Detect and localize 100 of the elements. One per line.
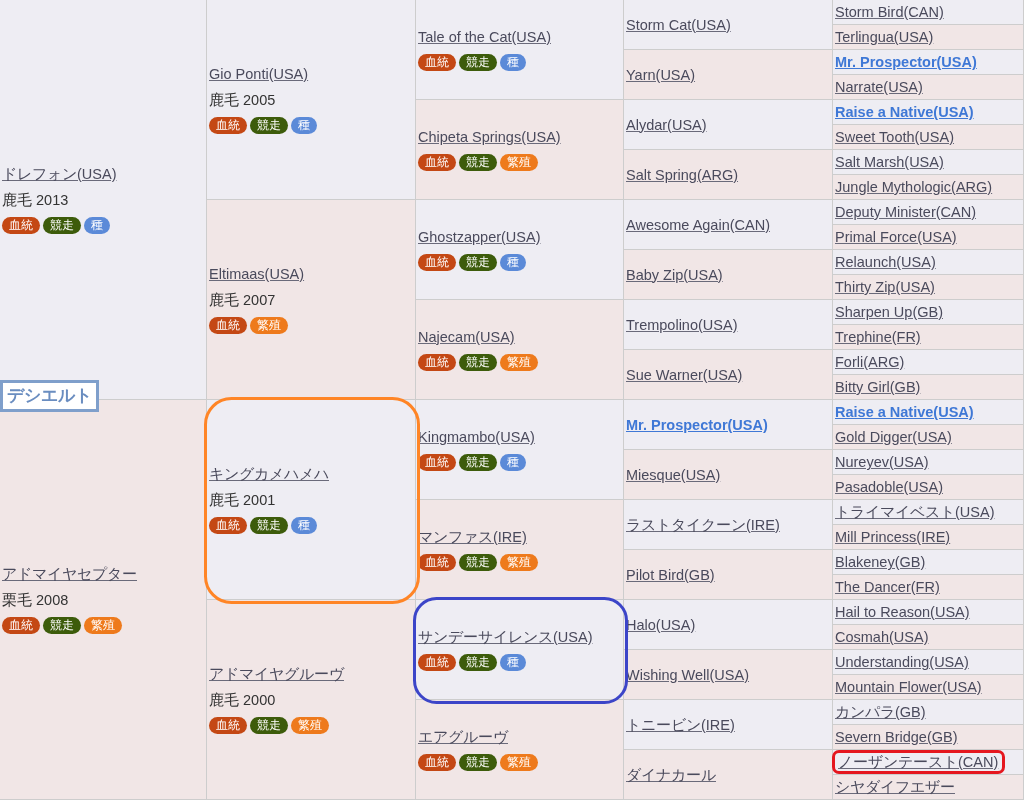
pedigree-cell	[833, 625, 1024, 650]
horse-name-link: Tale of the Cat(USA)	[418, 28, 551, 46]
category-tag: 血統	[418, 354, 456, 371]
pedigree-cell	[833, 325, 1024, 350]
pedigree-cell	[416, 400, 624, 500]
horse-name-link: Sweet Tooth(USA)	[835, 128, 954, 146]
category-tag: 繁殖	[291, 717, 329, 734]
horse-name-link: Forli(ARG)	[835, 353, 905, 371]
category-tag: 繁殖	[500, 554, 538, 571]
pedigree-cell	[833, 75, 1024, 100]
pedigree-cell	[624, 150, 833, 200]
horse-name-link: Halo(USA)	[626, 615, 696, 634]
horse-name-link: Mr. Prospector(USA)	[835, 53, 977, 71]
pedigree-cell	[833, 275, 1024, 300]
pedigree-cell	[833, 700, 1024, 725]
pedigree-cell	[624, 200, 833, 250]
pedigree-cell	[833, 200, 1024, 225]
pedigree-cell	[416, 0, 624, 100]
subject-name-label: デシエルト	[0, 380, 99, 412]
horse-name-link: Baby Zip(USA)	[626, 265, 723, 284]
category-tag: 血統	[418, 154, 456, 171]
pedigree-cell	[833, 400, 1024, 425]
pedigree-cell	[833, 225, 1024, 250]
category-tag: 繁殖	[250, 317, 288, 334]
pedigree-cell	[833, 0, 1024, 25]
pedigree-cell	[416, 700, 624, 800]
pedigree-cell	[624, 700, 833, 750]
pedigree-cell	[833, 475, 1024, 500]
horse-name-link: アドマイヤグルーヴ	[209, 665, 344, 683]
horse-name-link: ドレフォン(USA)	[2, 165, 117, 183]
coat-year-text: 栗毛 2008	[2, 591, 69, 609]
horse-name-link: Najecam(USA)	[418, 328, 515, 346]
horse-name-link: ダイナカール	[626, 765, 716, 784]
pedigree-cell	[624, 50, 833, 100]
pedigree-cell	[624, 450, 833, 500]
pedigree-cell	[833, 550, 1024, 575]
pedigree-cell	[833, 250, 1024, 275]
horse-name-link: Trephine(FR)	[835, 328, 921, 346]
pedigree-cell	[416, 300, 624, 400]
horse-name-link: Wishing Well(USA)	[626, 665, 749, 684]
horse-name-link: Thirty Zip(USA)	[835, 278, 935, 296]
pedigree-cell	[833, 525, 1024, 550]
horse-name-link: Mountain Flower(USA)	[835, 678, 982, 696]
category-tag: 繁殖	[84, 617, 122, 634]
category-tag: 種	[500, 254, 526, 271]
category-tag: 血統	[418, 454, 456, 471]
horse-name-link: Primal Force(USA)	[835, 228, 957, 246]
pedigree-cell	[624, 0, 833, 50]
horse-name-link: Miesque(USA)	[626, 465, 721, 484]
pedigree-cell	[624, 550, 833, 600]
pedigree-cell	[833, 300, 1024, 325]
horse-name-link: Ghostzapper(USA)	[418, 228, 541, 246]
horse-name-link: Trempolino(USA)	[626, 315, 738, 334]
horse-name-link: Salt Marsh(USA)	[835, 153, 944, 171]
pedigree-cell	[624, 300, 833, 350]
pedigree-cell	[833, 25, 1024, 50]
category-tag: 血統	[209, 717, 247, 734]
horse-name-link: Bitty Girl(GB)	[835, 378, 921, 396]
pedigree-cell	[833, 100, 1024, 125]
horse-name-link: Alydar(USA)	[626, 115, 707, 134]
pedigree-cell	[833, 150, 1024, 175]
pedigree-cell	[833, 50, 1024, 75]
pedigree-cell	[833, 775, 1024, 800]
pedigree-cell	[833, 450, 1024, 475]
pedigree-cell	[833, 575, 1024, 600]
category-tag: 血統	[209, 117, 247, 134]
horse-name-link: シヤダイフエザー	[835, 778, 955, 796]
category-tag: 血統	[209, 517, 247, 534]
horse-name-link: Gio Ponti(USA)	[209, 65, 309, 83]
coat-year-text: 鹿毛 2013	[2, 191, 69, 209]
category-tag: 競走	[250, 517, 288, 534]
horse-name-link: Yarn(USA)	[626, 65, 696, 84]
category-tag: 競走	[43, 217, 81, 234]
horse-name-link: Chipeta Springs(USA)	[418, 128, 561, 146]
category-tag: 競走	[459, 354, 497, 371]
horse-name-link: The Dancer(FR)	[835, 578, 940, 596]
horse-name-link: Relaunch(USA)	[835, 253, 936, 271]
horse-name-link: Blakeney(GB)	[835, 553, 926, 571]
category-tag: 繁殖	[500, 754, 538, 771]
pedigree-cell	[833, 725, 1024, 750]
horse-name-link: Nureyev(USA)	[835, 453, 929, 471]
horse-name-link: Mill Princess(IRE)	[835, 528, 951, 546]
category-tag: 血統	[2, 617, 40, 634]
coat-year-text: 鹿毛 2007	[209, 291, 276, 309]
pedigree-cell	[833, 125, 1024, 150]
pedigree-cell	[624, 250, 833, 300]
horse-name-link: アドマイヤセプター	[2, 565, 137, 583]
category-tag: 競走	[459, 154, 497, 171]
category-tag: 血統	[209, 317, 247, 334]
pedigree-cell	[833, 600, 1024, 625]
category-tag: 種	[291, 117, 317, 134]
category-tag: 血統	[418, 754, 456, 771]
category-tag: 種	[500, 454, 526, 471]
pedigree-cell	[624, 100, 833, 150]
pedigree-cell	[833, 350, 1024, 375]
horse-name-link: Deputy Minister(CAN)	[835, 203, 976, 221]
horse-name-link: Sharpen Up(GB)	[835, 303, 943, 321]
pedigree-cell	[207, 200, 416, 400]
category-tag: 競走	[43, 617, 81, 634]
horse-name-link: ラストタイクーン(IRE)	[626, 515, 780, 534]
